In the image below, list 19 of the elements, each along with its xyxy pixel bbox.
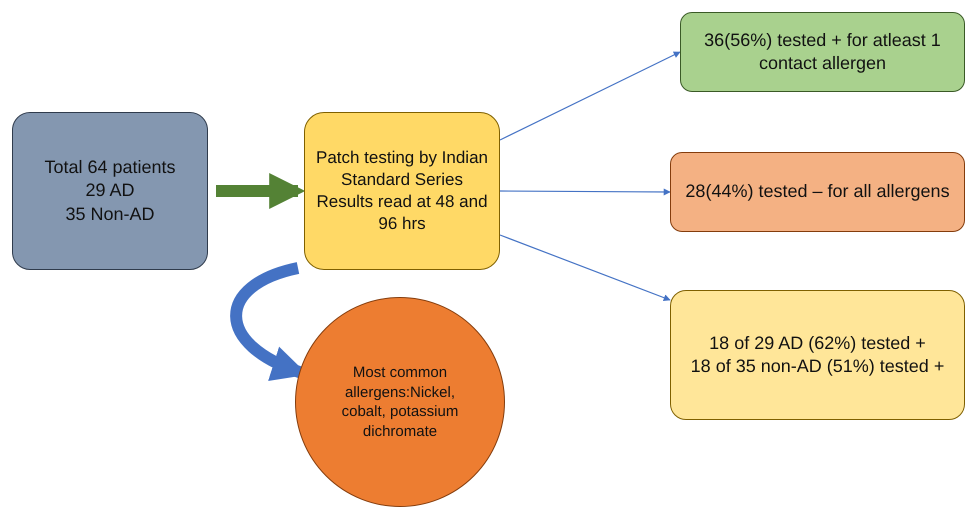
node-text: 35 Non-AD — [65, 202, 155, 226]
rounded-box — [680, 12, 965, 92]
rounded-box — [12, 112, 208, 270]
rounded-box — [670, 152, 965, 232]
block-arrow — [216, 173, 306, 209]
node-text: 28(44%) tested – for all allergens — [685, 180, 950, 204]
node-text: 36(56%) tested + for atleast 1 contact allergen — [703, 28, 942, 75]
node-text: 18 of 29 AD (62%) tested + — [709, 332, 926, 355]
arrow — [500, 51, 681, 141]
node-text: Patch testing by Indian Standard Series — [315, 146, 489, 191]
node-text: Results read at 48 and 96 hrs — [315, 191, 489, 236]
node-text: Most common allergens:Nickel, cobalt, potassium dichromate — [340, 363, 460, 441]
node-text: Total 64 patients — [44, 156, 176, 179]
rounded-box — [670, 290, 965, 420]
arrow — [500, 188, 671, 196]
node-text: 18 of 35 non-AD (51%) tested + — [690, 355, 944, 378]
arrow — [500, 234, 671, 302]
node-text: 29 AD — [85, 179, 135, 202]
rounded-box — [304, 112, 500, 270]
